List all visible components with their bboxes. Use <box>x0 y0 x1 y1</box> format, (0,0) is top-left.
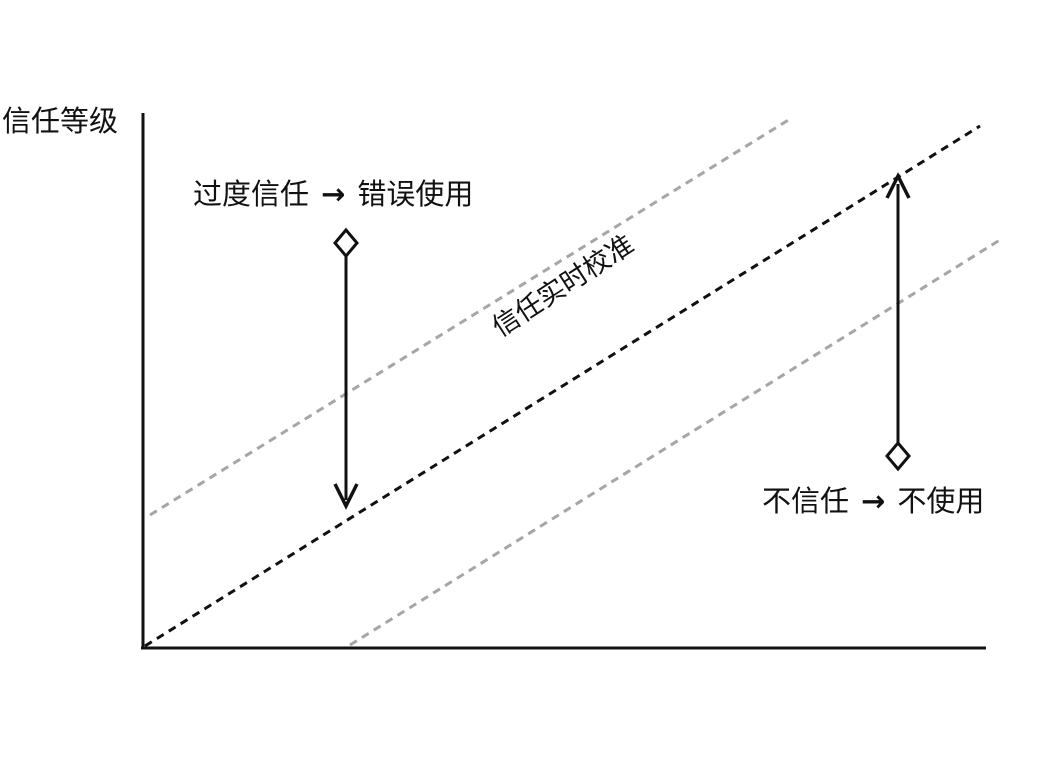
distrust-cause: 不信任 <box>762 484 850 518</box>
distrust-label: 不信任 → 不使用 <box>762 487 984 516</box>
distrust-diamond-icon <box>885 440 911 472</box>
over-trust-diamond-icon <box>333 227 359 259</box>
y-axis-label: 信任等级 <box>2 104 119 138</box>
calibration-line <box>144 124 981 648</box>
over-trust-cause: 过度信任 <box>193 177 310 211</box>
lower-tolerance-line <box>349 236 1004 647</box>
over-trust-label: 过度信任 → 错误使用 <box>193 180 473 209</box>
distrust-right-arrow-icon: → <box>861 484 886 518</box>
over-trust-right-arrow-icon: → <box>321 177 346 211</box>
over-trust-effect: 错误使用 <box>357 177 474 211</box>
over-trust-arrowhead-icon <box>333 483 359 510</box>
distrust-arrowhead-icon <box>885 172 911 199</box>
distrust-effect: 不使用 <box>897 484 985 518</box>
